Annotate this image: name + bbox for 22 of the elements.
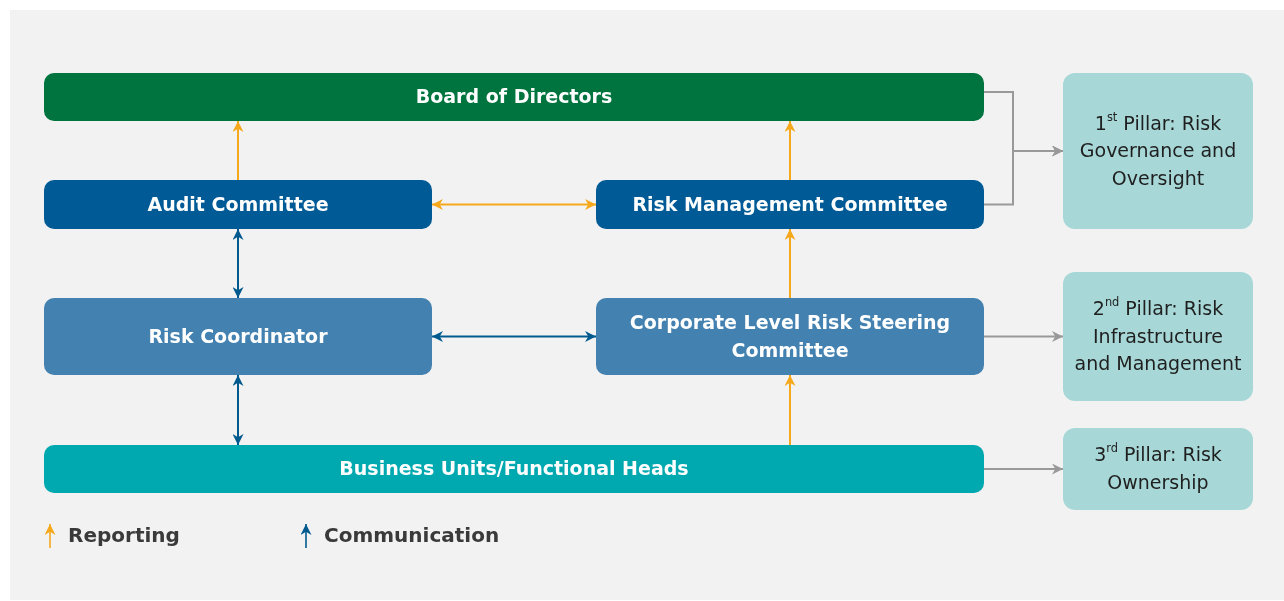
pillar-box: 2$^{nd}$ Pillar: Risk Infrastructure and Management (1063, 272, 1253, 401)
arrow (983, 145, 1064, 206)
arrow (232, 228, 244, 299)
arrow (784, 120, 796, 181)
arrow (431, 331, 597, 342)
legend-label: Reporting (68, 523, 180, 547)
arrow (983, 331, 1064, 342)
arrow (232, 120, 244, 181)
pillar-box: 3$^{rd}$ Pillar: Risk Ownership (1063, 428, 1253, 510)
arrow (431, 199, 597, 210)
pillar-box: 1$^{st}$ Pillar: Risk Governance and Oversight (1063, 73, 1253, 229)
committee-box: Risk Management Committee (596, 180, 984, 229)
committee-box: Risk Coordinator (44, 298, 432, 375)
arrow (784, 374, 796, 446)
committee-box: Board of Directors (44, 73, 984, 121)
committee-box: Business Units/Functional Heads (44, 445, 984, 493)
arrow (784, 228, 796, 299)
arrow (232, 374, 244, 446)
committee-box: Corporate Level Risk Steering Committee (596, 298, 984, 375)
arrow (983, 463, 1064, 475)
committee-box: Audit Committee (44, 180, 432, 229)
legend-label: Communication (324, 523, 500, 547)
